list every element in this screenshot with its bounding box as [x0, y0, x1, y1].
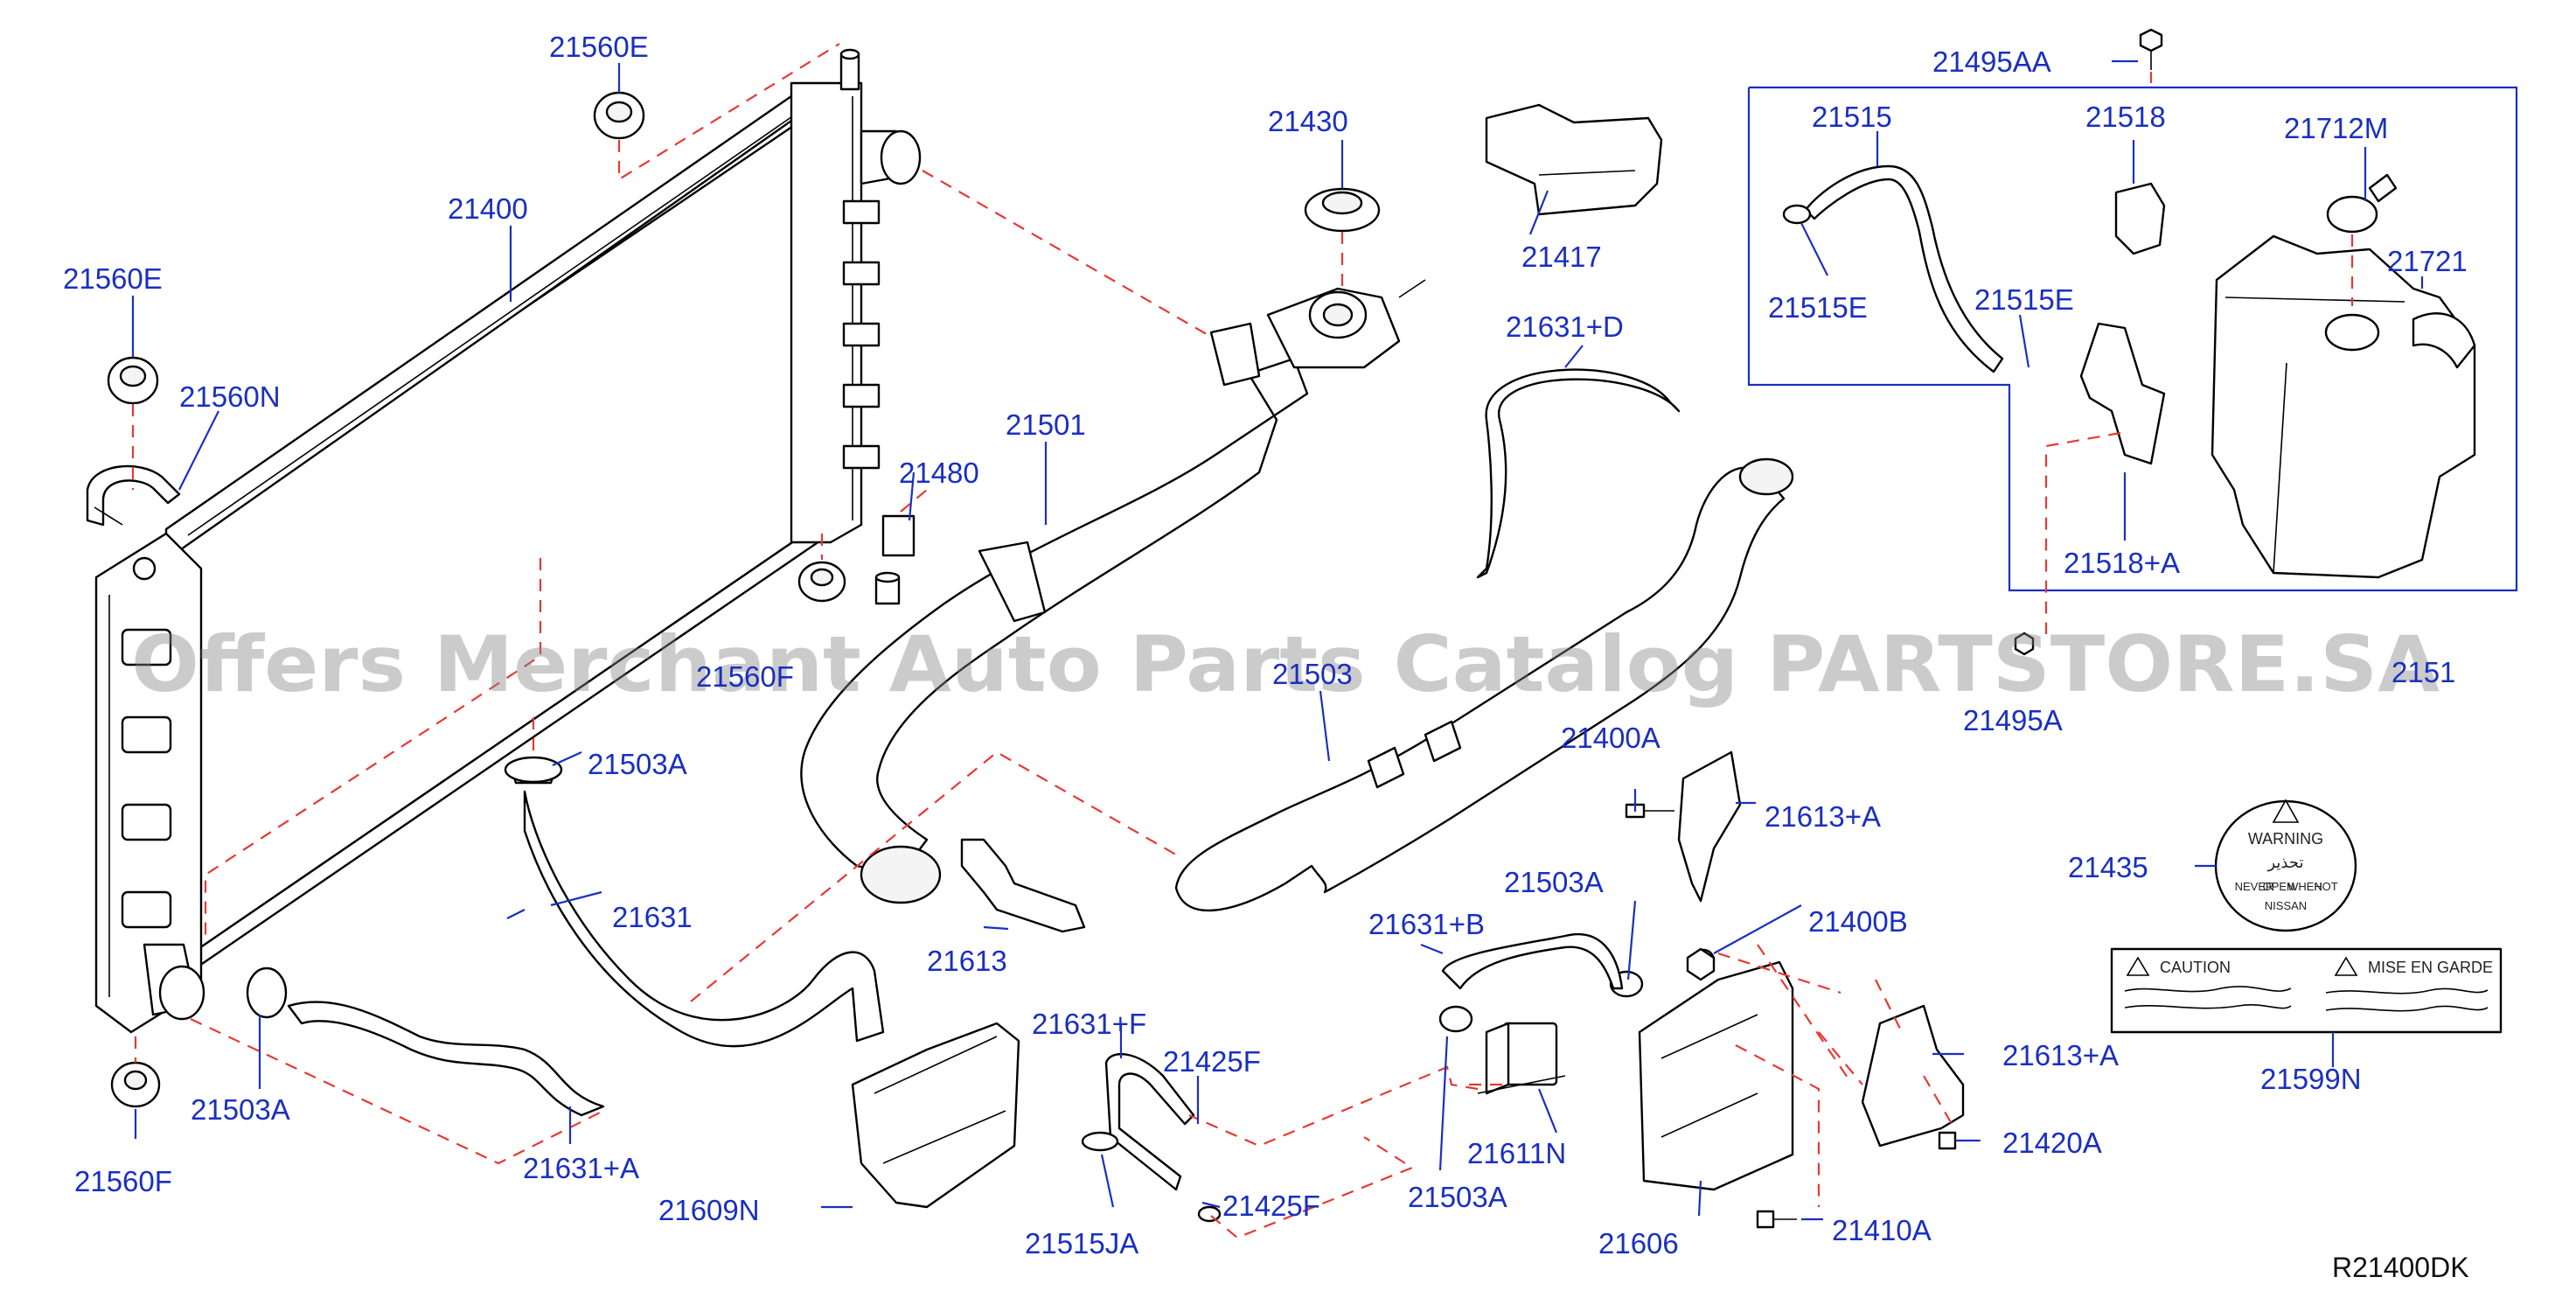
- label-21503A-1: 21503A: [588, 748, 687, 780]
- reservoir-tank: [2210, 234, 2476, 579]
- label-21503: 21503: [1272, 658, 1353, 690]
- label-21613A-2: 21613+A: [2002, 1039, 2119, 1071]
- assembly-lines: [131, 43, 2354, 1239]
- label-21435: 21435: [2068, 851, 2148, 883]
- label-21480: 21480: [899, 457, 979, 489]
- label-21515E-right: 21515E: [1974, 283, 2074, 316]
- bolt-21400A: [1625, 803, 1674, 819]
- warning-word-2: OPEN: [2263, 880, 2295, 893]
- mount-insulator-left: [107, 356, 159, 405]
- caution-label: CAUTION MISE EN GARDE: [2110, 947, 2503, 1034]
- label-2151: 2151: [2392, 656, 2455, 688]
- label-21631D: 21631+D: [1506, 311, 1624, 343]
- label-21400A: 21400A: [1561, 722, 1660, 754]
- bolt-21495AA: [2139, 28, 2163, 70]
- label-21425F-2: 21425F: [1222, 1190, 1320, 1222]
- upper-hose: [800, 279, 1426, 904]
- label-21631B: 21631+B: [1368, 908, 1485, 940]
- bracket-21613A-right: [1861, 1004, 1965, 1148]
- hose-clamp-center: [1438, 970, 1644, 1033]
- label-21721: 21721: [2387, 245, 2468, 277]
- label-21611N: 21611N: [1467, 1137, 1566, 1169]
- hose-21631A: [287, 1001, 605, 1117]
- bracket-21613A-upper: [1677, 750, 1742, 903]
- label-21417: 21417: [1521, 241, 1602, 273]
- hose-21631F: [1081, 1052, 1222, 1223]
- bracket-21613: [960, 838, 1086, 933]
- label-21495AA: 21495AA: [1932, 45, 2051, 78]
- label-21503A-4: 21503A: [1408, 1181, 1507, 1213]
- label-21425F-1: 21425F: [1163, 1045, 1261, 1078]
- bracket-21417: [1485, 103, 1663, 216]
- hose-clamp-upper: [504, 756, 563, 784]
- warning-title: WARNING: [2248, 830, 2323, 848]
- nut-21400B: [1686, 947, 1716, 981]
- oil-cooler-21609N: [851, 1022, 1020, 1209]
- label-21631F: 21631+F: [1032, 1008, 1146, 1040]
- caution-text: CAUTION: [2160, 959, 2231, 976]
- label-21606: 21606: [1598, 1227, 1679, 1260]
- label-21560E-left: 21560E: [63, 262, 163, 295]
- radiator-cap: [1304, 187, 1381, 233]
- watermark: Offers Merchant Auto Parts Catalog PARTS…: [131, 619, 2440, 709]
- reservoir-cap: [2326, 173, 2398, 234]
- clip-21518: [2114, 182, 2166, 255]
- warning-word-3: WHEN: [2287, 880, 2322, 893]
- warning-arabic: تحذير: [2266, 854, 2303, 872]
- reservoir-group-box: [1747, 86, 2518, 592]
- leader-lines: [131, 59, 2424, 1221]
- mise-en-garde-text: MISE EN GARDE: [2368, 959, 2493, 976]
- label-21631A: 21631+A: [523, 1152, 639, 1184]
- valve-21611N: [1477, 1022, 1566, 1095]
- oil-cooler-21606: [1638, 948, 1794, 1191]
- mount-bracket-21560N: [86, 464, 181, 527]
- label-21560F-mid: 21560F: [696, 660, 794, 693]
- part-labels: 21560E 21400 21560E 21560N 21430 21417 2…: [63, 31, 2468, 1260]
- bolt-21495A: [2014, 632, 2035, 656]
- label-21560E-top: 21560E: [549, 31, 649, 63]
- label-21560F-bot: 21560F: [74, 1165, 172, 1197]
- label-21430: 21430: [1268, 105, 1348, 137]
- warning-word-1: NEVER: [2235, 880, 2274, 893]
- label-21503A-3: 21503A: [191, 1093, 290, 1126]
- label-21518: 21518: [2085, 101, 2166, 133]
- warning-brand: NISSAN: [2265, 899, 2307, 912]
- bolt-21410A: [1756, 1210, 1797, 1229]
- mount-insulator-top: [593, 91, 645, 140]
- lower-hose: [1174, 457, 1794, 912]
- diagram-code: R21400DK: [2332, 1252, 2469, 1283]
- label-21400: 21400: [448, 192, 528, 225]
- hose-21631D: [1476, 368, 1681, 579]
- label-21515: 21515: [1812, 101, 1892, 133]
- label-21501: 21501: [1006, 408, 1086, 441]
- label-21613A-1: 21613+A: [1765, 800, 1881, 833]
- label-21560N: 21560N: [179, 380, 281, 413]
- mount-insulator-mid: [797, 561, 846, 603]
- radiator-core: [94, 48, 922, 1034]
- warning-decal: WARNING تحذير NEVER OPEN WHEN HOT NISSAN: [2214, 799, 2357, 932]
- label-21410A: 21410A: [1832, 1214, 1932, 1246]
- hose-21631B: [1441, 933, 1624, 990]
- label-21420A: 21420A: [2002, 1127, 2102, 1159]
- label-21599N: 21599N: [2260, 1063, 2362, 1095]
- label-21518A: 21518+A: [2064, 547, 2180, 579]
- hose-clamp-lower-left: [246, 967, 288, 1019]
- label-21609N: 21609N: [658, 1194, 760, 1226]
- label-21515E-left: 21515E: [1768, 291, 1868, 324]
- label-21515JA: 21515JA: [1025, 1227, 1138, 1260]
- mount-insulator-bottom: [110, 1061, 161, 1108]
- label-21613: 21613: [927, 945, 1007, 977]
- bracket-21518A: [2079, 322, 2166, 465]
- warning-word-4: HOT: [2314, 880, 2338, 893]
- reservoir-hose: [1782, 164, 2004, 373]
- label-21503A-2: 21503A: [1504, 866, 1604, 898]
- label-21631: 21631: [612, 901, 693, 933]
- label-21495A: 21495A: [1963, 704, 2063, 736]
- label-21712M: 21712M: [2284, 112, 2388, 144]
- label-21400B: 21400B: [1808, 905, 1908, 938]
